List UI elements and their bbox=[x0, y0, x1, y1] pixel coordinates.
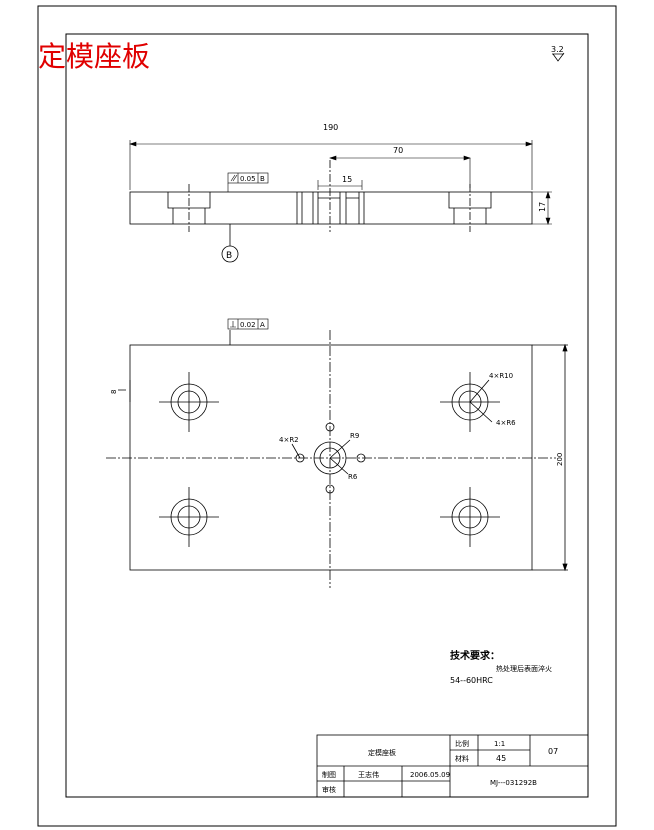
drawing-title: 定模座板 bbox=[38, 40, 150, 73]
perpendicularity-value: 0.02 bbox=[240, 321, 256, 329]
dim-thickness bbox=[532, 191, 552, 225]
dim-200-text: 200 bbox=[556, 453, 564, 466]
tb-sheet: 07 bbox=[548, 747, 558, 756]
parallelism-datum: B bbox=[260, 175, 265, 183]
plan-view bbox=[106, 330, 568, 588]
tb-scale-label: 比例 bbox=[455, 739, 469, 748]
parallelism-frame bbox=[227, 172, 269, 192]
dim-r6: R6 bbox=[348, 473, 358, 481]
dim-70-text: 70 bbox=[393, 146, 403, 155]
svg-text:3.2: 3.2 bbox=[551, 45, 564, 54]
datum-b-marker bbox=[221, 245, 239, 263]
section-view bbox=[129, 160, 533, 246]
dim-hole-spacing bbox=[329, 155, 471, 188]
tb-date: 2006.05.09 bbox=[410, 771, 450, 779]
dim-slot-width bbox=[317, 180, 363, 190]
dim-15-text: 15 bbox=[342, 175, 352, 184]
datum-b-label: B bbox=[226, 251, 232, 261]
perpendicularity-frame bbox=[227, 318, 269, 330]
tech-line-2: 54--60HRC bbox=[450, 676, 493, 685]
inner-border bbox=[65, 33, 589, 798]
dim-8-text: 8 bbox=[110, 390, 118, 394]
perpendicularity-datum: A bbox=[260, 321, 265, 329]
tb-material: 45 bbox=[496, 754, 506, 763]
tb-part-name: 定模座板 bbox=[368, 748, 396, 757]
dim-r9: R9 bbox=[350, 432, 359, 440]
dim-4xr10: 4×R10 bbox=[489, 372, 513, 380]
parallelism-value: 0.05 bbox=[240, 175, 256, 183]
dim-4xr6: 4×R6 bbox=[496, 419, 516, 427]
tb-drawn-by: 王志伟 bbox=[358, 770, 379, 779]
tech-line-1: 热处理后表面淬火 bbox=[496, 664, 552, 673]
dim-190-text: 190 bbox=[323, 123, 338, 132]
dim-overall-length bbox=[129, 140, 533, 190]
dim-4xr2: 4×R2 bbox=[279, 436, 299, 444]
title-block bbox=[316, 734, 589, 798]
outer-border bbox=[37, 5, 617, 827]
tb-drawing-no: MJ---031292B bbox=[490, 779, 537, 787]
dim-17-text: 17 bbox=[538, 202, 547, 212]
tb-scale: 1:1 bbox=[494, 740, 505, 748]
tb-material-label: 材料 bbox=[455, 754, 469, 763]
roughness-symbol: 3.2 bbox=[551, 45, 565, 62]
tb-drawn-label: 制图 bbox=[322, 770, 336, 779]
tb-check-label: 审核 bbox=[322, 785, 336, 794]
tech-heading: 技术要求： bbox=[450, 649, 500, 662]
